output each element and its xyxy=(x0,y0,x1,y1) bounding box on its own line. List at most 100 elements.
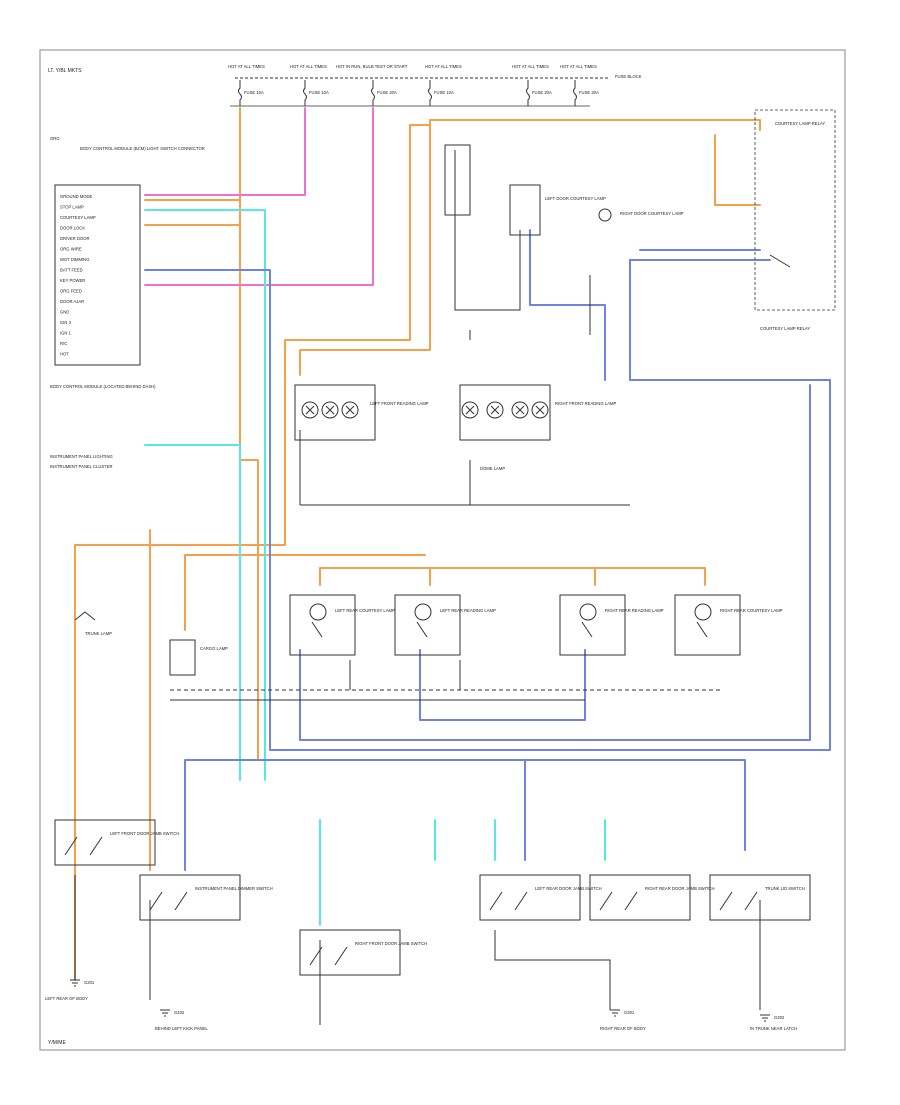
ground-label: G202 xyxy=(174,1010,185,1015)
bottom-label-2: BEHIND LEFT KICK PANEL xyxy=(155,1026,208,1031)
bottom-label-3: RIGHT REAR OF BODY xyxy=(600,1026,646,1031)
black-wires xyxy=(74,150,761,1025)
reading-bulb-icon xyxy=(486,401,504,419)
bcm-pin-label: HOT xyxy=(60,352,69,357)
rear-lamp: LEFT REAR READING LAMP xyxy=(394,594,496,656)
bottom-label-4: IN TRUNK NEAR LATCH xyxy=(750,1026,797,1031)
bottom-label-1: LEFT REAR OF BODY xyxy=(45,996,88,1001)
fuse-panel-label-4: HOT AT ALL TIMES xyxy=(425,64,462,69)
bcm-pin-label: ORG WIRE xyxy=(60,247,82,252)
reading-bulb-icon xyxy=(301,401,319,419)
blue-wire-main xyxy=(144,259,831,751)
fuse-1: FUSE 10A xyxy=(238,80,264,106)
door-switch: LEFT FRONT DOOR JAMB SWITCH xyxy=(54,819,179,866)
reading-bulb-icon xyxy=(341,401,359,419)
cyan-wire-b xyxy=(144,444,241,781)
cyan-wire-a xyxy=(144,209,266,781)
left-courtesy-lamp-box xyxy=(444,144,471,216)
orange-wires xyxy=(74,107,761,981)
fuse-3: FUSE 20A xyxy=(371,80,397,106)
bcm-pin-label: ORG FEED xyxy=(60,289,82,294)
cargo-lamp-box xyxy=(169,639,196,676)
pink-wires xyxy=(144,107,374,286)
reading-bulb-icon xyxy=(321,401,339,419)
fuse-panel-label-3: HOT IN RUN, BULB TEST OR START xyxy=(336,64,408,69)
black-wire-relay xyxy=(454,150,521,311)
trunk-lamp-label: TRUNK LAMP xyxy=(85,631,112,636)
door-switch: TRUNK LID SWITCH xyxy=(709,874,811,921)
footer-label: Y/M/ME xyxy=(48,1040,66,1046)
fuse-block-labels: HOT AT ALL TIMES HOT AT ALL TIMES HOT IN… xyxy=(228,64,642,79)
switch-label: RIGHT REAR DOOR JAMB SWITCH xyxy=(645,886,714,891)
right-courtesy-bulb-icon xyxy=(598,208,612,222)
fuse-panel-label-6: HOT AT ALL TIMES xyxy=(560,64,597,69)
trunk-lamp-icon xyxy=(74,611,96,621)
bcm-pin-label: COURTESY LAMP xyxy=(60,215,96,220)
reading-bulb-icon xyxy=(461,401,479,419)
bcm-pin-label: GROUND MODE xyxy=(60,194,93,199)
black-wire-rear-2 xyxy=(170,660,585,701)
svg-text:FUSE 10A: FUSE 10A xyxy=(434,90,454,95)
left-cluster-note: INSTRUMENT PANEL CLUSTER xyxy=(50,464,113,469)
fuse-panel-label-1: HOT AT ALL TIMES xyxy=(228,64,265,69)
rear-lamp-label: LEFT REAR COURTESY LAMP xyxy=(335,608,395,613)
ip-lighting-label: INSTRUMENT PANEL LIGHTING xyxy=(50,454,113,459)
pink-wire-b xyxy=(144,107,374,286)
door-switch: LEFT REAR DOOR JAMB SWITCH xyxy=(479,874,602,921)
door-switch: RIGHT FRONT DOOR JAMB SWITCH xyxy=(299,929,427,976)
fuse-panel-label-5: HOT AT ALL TIMES xyxy=(512,64,549,69)
lamp-bulb-icon xyxy=(309,603,327,621)
door-switch: INSTRUMENT PANEL DIMMER SWITCH xyxy=(139,874,273,921)
svg-text:FUSE 20A: FUSE 20A xyxy=(377,90,397,95)
orange-wire-relay xyxy=(714,134,761,206)
fuse-2: FUSE 10A xyxy=(303,80,329,106)
rear-lamp-label: LEFT REAR READING LAMP xyxy=(440,608,496,613)
relay-box xyxy=(754,109,836,311)
switch-label: TRUNK LID SWITCH xyxy=(765,886,805,891)
switch-label: LEFT REAR DOOR JAMB SWITCH xyxy=(535,886,602,891)
rear-lamp: RIGHT REAR READING LAMP xyxy=(559,594,664,656)
blue-wire-loop xyxy=(299,384,811,741)
dome-lamp-label: DOME LAMP xyxy=(480,466,505,471)
header-label: LT. Y/BL MKTS xyxy=(48,68,82,74)
rear-lamp: LEFT REAR COURTESY LAMP xyxy=(289,594,395,656)
ground-label: G302 xyxy=(774,1015,785,1020)
door-switches: LEFT FRONT DOOR JAMB SWITCH INSTRUMENT PA… xyxy=(54,819,811,976)
bcm-pin-label: WOT DIMMING xyxy=(60,257,89,262)
bcm-box xyxy=(54,184,141,366)
bcm-pin-label: DOOR LOCK xyxy=(60,226,85,231)
blue-wire-relay xyxy=(529,229,606,381)
cargo-lamp-label: CARGO LAMP xyxy=(200,646,228,651)
black-wire-dome xyxy=(299,430,630,506)
left-dome-box xyxy=(509,184,541,236)
ground-icon: G201 xyxy=(70,979,95,987)
ground-label: G301 xyxy=(624,1010,635,1015)
right-reading-lamp-label: RIGHT FRONT READING LAMP xyxy=(555,401,616,406)
reading-bulb-icon xyxy=(531,401,549,419)
blue-wire-rear xyxy=(419,649,586,721)
svg-text:FUSE 20A: FUSE 20A xyxy=(579,90,599,95)
black-wire-grounds xyxy=(469,275,591,340)
fuse-5: FUSE 20A xyxy=(526,80,552,106)
left-reading-lamp-label: LEFT FRONT READING LAMP xyxy=(370,401,429,406)
bcm-pin-label: IGN 1 xyxy=(60,331,72,336)
rear-lamp-boxes: LEFT REAR COURTESY LAMP LEFT REAR READING… xyxy=(289,594,783,656)
bcm-pin-label: DOOR AJAR xyxy=(60,299,84,304)
orange-wire-top xyxy=(429,119,761,131)
orange-wire-main xyxy=(74,124,411,981)
bcm-pin-label: BATT FEED xyxy=(60,268,83,273)
relay-label: COURTESY LAMP RELAY xyxy=(760,326,810,331)
orange-wire-a xyxy=(239,107,259,761)
blue-wires xyxy=(144,229,831,871)
fuses: FUSE 10A FUSE 10A FUSE 20A FUSE 10A FUSE… xyxy=(238,80,599,106)
bcm-pin-label: R/C xyxy=(60,341,67,346)
right-reading-lamp-box xyxy=(459,384,551,441)
switch-label: RIGHT FRONT DOOR JAMB SWITCH xyxy=(355,941,427,946)
relay-contact xyxy=(769,254,791,268)
orange-wire-rear xyxy=(319,567,706,586)
cyan-wire-d xyxy=(434,819,606,861)
